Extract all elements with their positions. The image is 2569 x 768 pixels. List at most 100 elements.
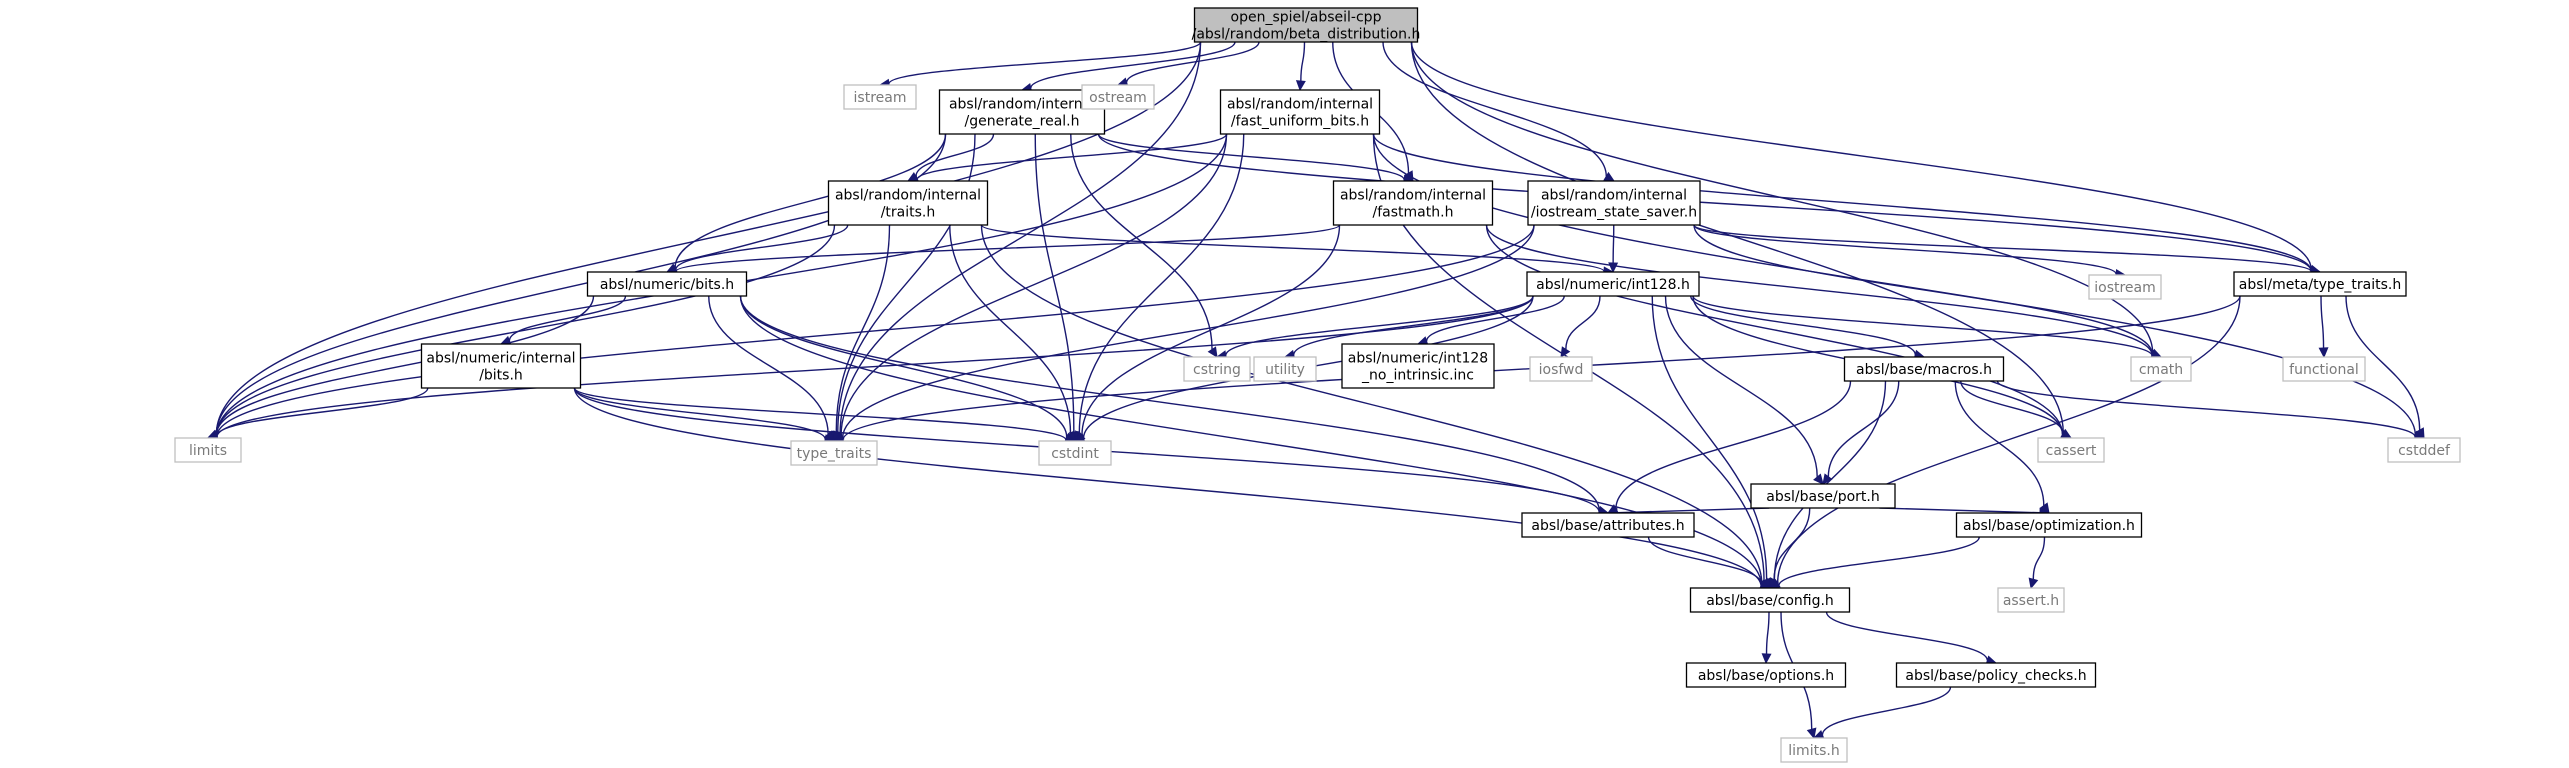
node-box <box>420 343 582 389</box>
node-label: absl/base/attributes.h <box>1531 518 1684 534</box>
node-box <box>1341 343 1495 389</box>
node-config[interactable]: absl/base/config.h <box>1689 587 1851 613</box>
node-label: /fast_uniform_bits.h <box>1231 114 1369 130</box>
edge-generate_real-to-type_traits <box>833 133 976 443</box>
node-label: absl/random/internal <box>1541 188 1687 204</box>
node-label: limits.h <box>1788 743 1839 759</box>
node-iostream: iostream <box>2088 274 2162 300</box>
node-label: iostream <box>2094 280 2156 296</box>
node-label: absl/random/internal <box>1227 97 1373 113</box>
node-box <box>1685 662 1847 688</box>
edge-macros-to-cstddef <box>1996 380 2426 442</box>
node-int128[interactable]: absl/numeric/int128.h <box>1526 271 1700 297</box>
node-box <box>1081 84 1155 110</box>
node-label: /iostream_state_saver.h <box>1531 205 1697 221</box>
node-box <box>1038 440 1112 466</box>
node-fastmath[interactable]: absl/random/internal/fastmath.h <box>1332 180 1494 226</box>
node-box <box>174 437 242 463</box>
node-label: cstring <box>1193 362 1241 378</box>
node-cassert: cassert <box>2037 437 2105 463</box>
node-fast-uniform-bits[interactable]: absl/random/internal/fast_uniform_bits.h <box>1219 89 1381 135</box>
node-label: cmath <box>2139 362 2183 378</box>
edge-type_traits_h-to-functional <box>2318 295 2329 359</box>
node-label: absl/numeric/int128 <box>1348 351 1488 367</box>
node-box <box>1780 737 1848 763</box>
node-box <box>2037 437 2105 463</box>
node-label: absl/random/internal <box>835 188 981 204</box>
edge-traits-to-limits <box>206 224 836 440</box>
node-label: open_spiel/abseil-cpp <box>1231 10 1382 26</box>
node-label: /fastmath.h <box>1373 205 1454 221</box>
node-box <box>843 84 917 110</box>
node-box <box>2130 356 2192 382</box>
node-iostream-state-saver[interactable]: absl/random/internal/iostream_state_save… <box>1527 180 1701 226</box>
node-attributes[interactable]: absl/base/attributes.h <box>1521 512 1695 538</box>
node-label: absl/numeric/bits.h <box>600 277 734 293</box>
node-box <box>1750 483 1896 509</box>
node-limits-h: limits.h <box>1780 737 1848 763</box>
node-label: limits <box>189 443 227 459</box>
node-functional: functional <box>2282 356 2366 382</box>
node-label: absl/base/macros.h <box>1856 362 1992 378</box>
node-options[interactable]: absl/base/options.h <box>1685 662 1847 688</box>
node-optimization[interactable]: absl/base/optimization.h <box>1955 512 2143 538</box>
node-label: /traits.h <box>881 205 936 221</box>
node-label: absl/base/policy_checks.h <box>1905 668 2086 684</box>
node-label: absl/base/options.h <box>1698 668 1834 684</box>
node-label: cassert <box>2046 443 2097 459</box>
node-box <box>586 271 748 297</box>
node-type-traits-h[interactable]: absl/meta/type_traits.h <box>2233 271 2407 297</box>
node-numeric-bits[interactable]: absl/numeric/bits.h <box>586 271 748 297</box>
node-label: istream <box>854 90 907 106</box>
edge-policy_checks-to-limits_h <box>1812 686 1952 740</box>
node-label: iosfwd <box>1539 362 1584 378</box>
node-generate-real[interactable]: absl/random/internal/generate_real.h <box>938 89 1106 135</box>
node-box <box>1253 356 1317 382</box>
node-assert-h: assert.h <box>1997 587 2065 613</box>
node-label: absl/numeric/internal <box>426 351 575 367</box>
node-int128-no-intrinsic[interactable]: absl/numeric/int128_no_intrinsic.inc <box>1341 343 1495 389</box>
node-box <box>1529 356 1593 382</box>
node-label: absl/base/optimization.h <box>1963 518 2135 534</box>
edge-int128-to-iosfwd <box>1560 295 1601 358</box>
edge-optimization-to-assert_h <box>2028 536 2046 590</box>
node-box <box>827 180 989 226</box>
node-numeric-internal-bits[interactable]: absl/numeric/internal/bits.h <box>420 343 582 389</box>
node-box <box>2282 356 2366 382</box>
node-box <box>1332 180 1494 226</box>
node-box <box>1955 512 2143 538</box>
node-box <box>2088 274 2162 300</box>
edge-generate_real-to-fastmath <box>1097 133 1415 185</box>
node-label: cstddef <box>2398 443 2451 459</box>
node-cstring: cstring <box>1183 356 1251 382</box>
node-label: functional <box>2289 362 2359 378</box>
edge-optimization-to-config <box>1768 536 1980 591</box>
edge-int128-to-macros <box>1690 295 1926 360</box>
node-port[interactable]: absl/base/port.h <box>1750 483 1896 509</box>
edge-iostream_state_saver-to-iostream <box>1693 224 2127 279</box>
edge-int128-to-int128_no_intrinsic <box>1416 295 1565 346</box>
node-policy-checks[interactable]: absl/base/policy_checks.h <box>1895 662 2097 688</box>
edge-fast_uniform_bits-to-cstdint <box>1074 133 1245 443</box>
node-box <box>1219 89 1381 135</box>
edge-config-to-policy_checks <box>1825 611 1998 666</box>
node-traits[interactable]: absl/random/internal/traits.h <box>827 180 989 226</box>
node-cstddef: cstddef <box>2387 437 2461 463</box>
edge-attributes-to-config <box>1647 536 1772 589</box>
node-label: absl/random/internal <box>1340 188 1486 204</box>
edge-int128-to-port <box>1664 295 1824 485</box>
node-box <box>1997 587 2065 613</box>
node-label: ostream <box>1089 90 1147 106</box>
node-label: /generate_real.h <box>965 114 1080 130</box>
node-box <box>1895 662 2097 688</box>
node-label: /bits.h <box>479 368 523 384</box>
node-box <box>938 89 1106 135</box>
node-box <box>2233 271 2407 297</box>
node-macros[interactable]: absl/base/macros.h <box>1843 356 2005 382</box>
node-label: absl/base/config.h <box>1706 593 1834 609</box>
node-box <box>2387 437 2461 463</box>
node-limits: limits <box>174 437 242 463</box>
edge-fast_uniform_bits-to-type_traits <box>833 133 1228 442</box>
node-label: absl/base/port.h <box>1766 489 1879 505</box>
